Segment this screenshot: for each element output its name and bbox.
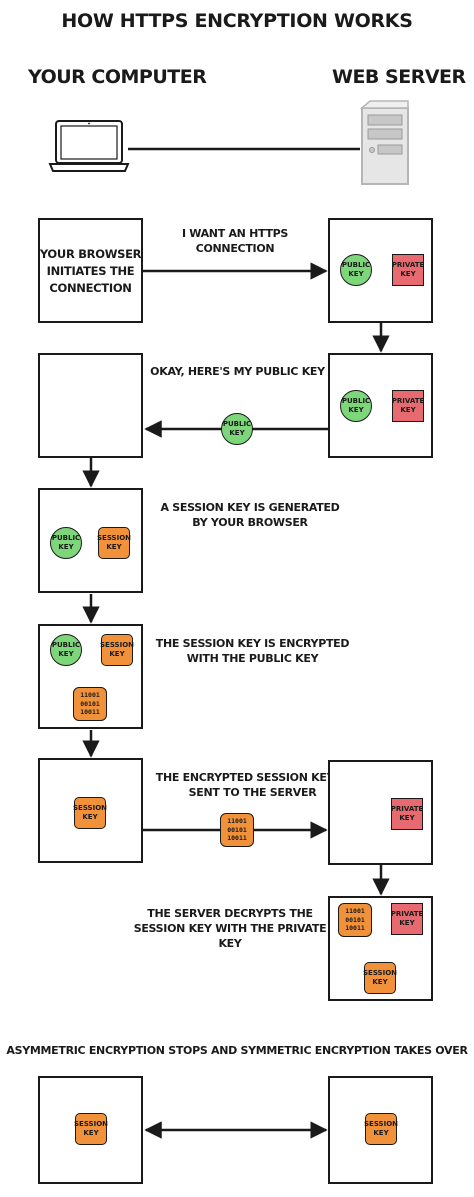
public-key-icon: PUBLIC KEY — [340, 254, 372, 286]
encrypted-session-key-icon: 11001 00101 10011 — [73, 687, 107, 721]
session-key-icon: SESSION KEY — [74, 1113, 108, 1145]
public-key-icon: PUBLIC KEY — [340, 390, 372, 422]
web-server-header: WEB SERVER — [332, 66, 466, 88]
caption-step3: A SESSION KEY IS GENERATED BY YOUR BROWS… — [160, 501, 340, 529]
caption-step1: I WANT AN HTTPS CONNECTION — [181, 227, 289, 255]
page-title: HOW HTTPS ENCRYPTION WORKS — [61, 10, 413, 32]
private-key-icon: PRIVATE KEY — [391, 798, 423, 830]
caption-step6: THE SERVER DECRYPTS THE SESSION KEY WITH… — [133, 907, 327, 950]
laptop-icon — [48, 120, 130, 172]
footer-caption: ASYMMETRIC ENCRYPTION STOPS AND SYMMETRI… — [6, 1044, 468, 1057]
session-key-icon: SESSION KEY — [73, 797, 107, 829]
public-key-in-transit-icon: PUBLIC KEY — [221, 413, 253, 445]
public-key-icon: PUBLIC KEY — [50, 634, 82, 666]
caption-step5: THE ENCRYPTED SESSION KEY IS SENT TO THE… — [155, 771, 350, 799]
caption-step4: THE SESSION KEY IS ENCRYPTED WITH THE PU… — [155, 637, 350, 665]
encrypted-session-key-in-transit-icon: 11001 00101 10011 — [220, 813, 254, 847]
session-key-icon: SESSION KEY — [364, 1113, 398, 1145]
your-computer-header: YOUR COMPUTER — [28, 66, 207, 88]
session-key-icon: SESSION KEY — [97, 527, 131, 559]
session-key-icon: SESSION KEY — [363, 962, 397, 994]
browser-box-step1 — [38, 218, 143, 323]
browser-box-step2 — [38, 353, 143, 458]
server-icon — [360, 100, 409, 185]
session-key-icon: SESSION KEY — [100, 634, 134, 666]
private-key-icon: PRIVATE KEY — [392, 390, 424, 422]
private-key-icon: PRIVATE KEY — [391, 903, 423, 935]
public-key-icon: PUBLIC KEY — [50, 527, 82, 559]
encrypted-session-key-icon: 11001 00101 10011 — [338, 903, 372, 937]
private-key-icon: PRIVATE KEY — [392, 254, 424, 286]
caption-step2: OKAY, HERE'S MY PUBLIC KEY — [150, 365, 325, 378]
browser-initiates-label: YOUR BROWSER INITIATES THE CONNECTION — [39, 247, 142, 295]
